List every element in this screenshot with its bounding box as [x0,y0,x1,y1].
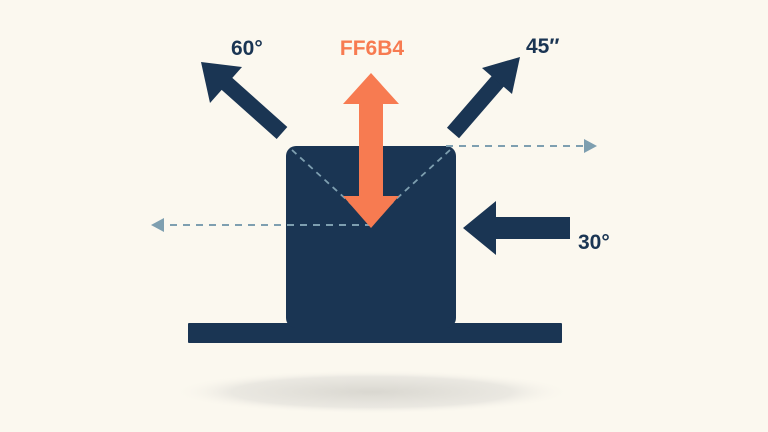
force-arrow-vertical-double [343,73,399,228]
label-top-left: 60° [231,37,263,60]
label-right: 30° [578,231,610,254]
label-top-center: FF6B4 [340,37,405,60]
force-arrow-top-left [201,62,288,139]
ground-base [188,323,562,343]
dashed-arrow-right [446,139,597,153]
ground-shadow [172,370,572,414]
force-arrow-right [463,201,570,255]
block [286,146,456,328]
dashed-arrow-left [151,218,372,232]
force-arrow-top-right [446,57,520,139]
label-top-right: 45″ [526,35,559,58]
